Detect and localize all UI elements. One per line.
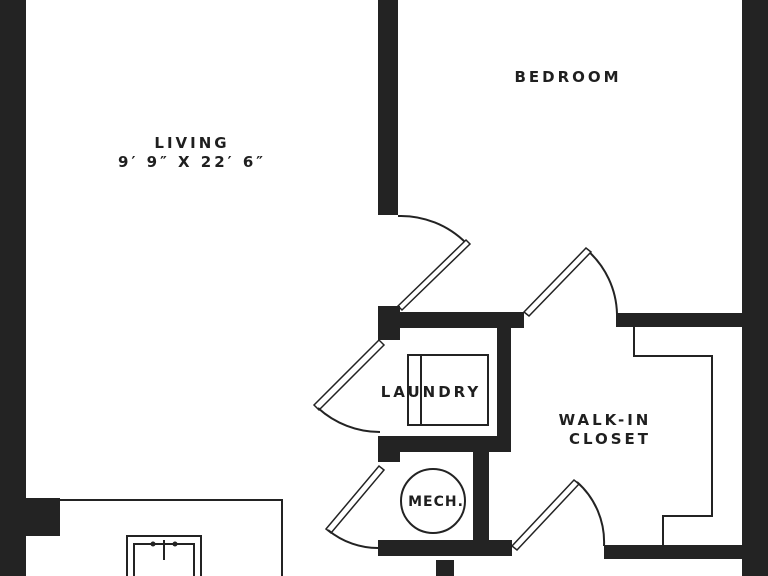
mech-wall-right [473, 436, 489, 556]
exterior-wall-left [0, 0, 26, 576]
bedroom-label: BEDROOM [514, 68, 621, 86]
kitchen-wall-stub [26, 498, 60, 536]
bottom-wall-stub [436, 560, 454, 576]
faucet-knob-right-icon [172, 541, 178, 547]
mech-wall-bottom [378, 540, 512, 556]
bedroom-wall-bottom [616, 313, 744, 327]
living-room-dimensions: 9′ 9″ X 22′ 6″ [118, 153, 266, 171]
laundry-label: LAUNDRY [381, 383, 481, 401]
closet-lower-door-leaf [510, 478, 581, 552]
mech-door-swing-arc [327, 529, 381, 550]
washer-dryer [407, 354, 489, 426]
exterior-wall-right [742, 0, 768, 576]
mech-door-leaf [324, 464, 386, 535]
mech-wall-left-upper [378, 436, 400, 462]
laundry-door-swing-arc [317, 407, 381, 433]
walk-in-closet-label-line2: CLOSET [569, 430, 651, 448]
closet-door-leaf [522, 246, 593, 318]
laundry-door-leaf [312, 338, 386, 412]
mech-unit [400, 468, 466, 534]
laundry-wall-top [378, 312, 524, 328]
bedroom-door-swing-arc [397, 214, 467, 244]
walk-in-closet-label-line1: WALK-IN [559, 411, 652, 429]
sink [126, 535, 202, 576]
closet-door-swing-arc [586, 249, 618, 315]
kitchen-counter [26, 499, 283, 576]
partition-wall-living-bedroom [378, 0, 398, 215]
laundry-wall-left-upper [378, 326, 400, 340]
mech-label: MECH. [408, 494, 464, 510]
living-room-label: LIVING [154, 134, 229, 152]
closet-wall-bottom [604, 545, 744, 559]
closet-lower-door-swing-arc [576, 481, 606, 547]
laundry-wall-right [497, 312, 511, 452]
closet-shelving [633, 326, 713, 546]
faucet-knob-left-icon [150, 541, 156, 547]
bedroom-door-leaf [396, 238, 472, 312]
